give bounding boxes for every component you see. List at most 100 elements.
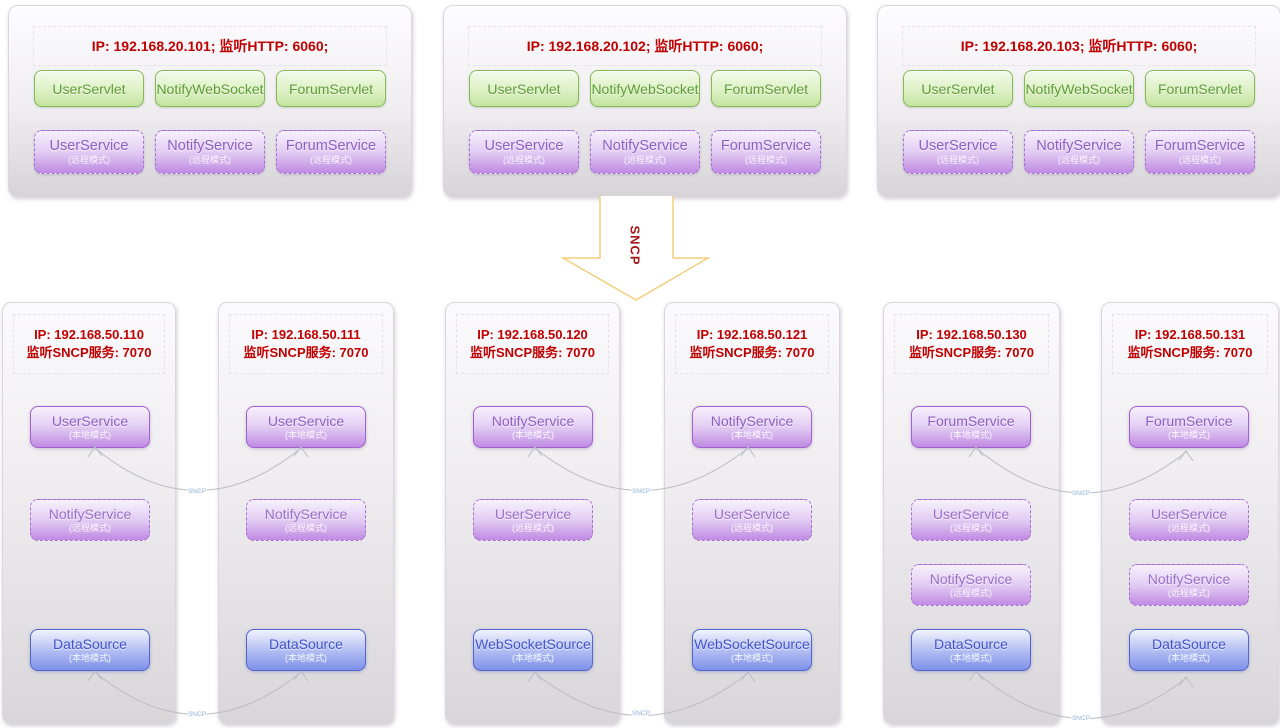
connector-sncp-label: SNCP [632, 488, 650, 495]
service-mode: (远程模式) [1179, 155, 1221, 165]
service-box-remote: UserService (远程模式) [469, 130, 579, 174]
service-box-remote: NotifyService (远程模式) [246, 499, 366, 541]
service-name: ForumService [1154, 138, 1246, 154]
service-name: UserService [51, 413, 129, 429]
sncp-server-node-111: IP: 192.168.50.111 监听SNCP服务: 7070 UserSe… [218, 302, 394, 724]
connector-sncp-label: SNCP [632, 710, 650, 717]
service-mode: (远程模式) [745, 155, 787, 165]
ip-line: IP: 192.168.50.111 [251, 327, 361, 342]
server-ip-label: IP: 192.168.20.101; 监听HTTP: 6060; [33, 26, 387, 66]
service-name: UserService [484, 138, 564, 154]
service-box-remote: UserService (远程模式) [903, 130, 1013, 174]
port-line: 监听SNCP服务: 7070 [689, 345, 815, 360]
service-name: NotifyService [602, 138, 688, 154]
ip-line: IP: 192.168.50.120 [477, 327, 588, 342]
sncp-server-node-120: IP: 192.168.50.120 监听SNCP服务: 7070 Notify… [445, 302, 620, 724]
server-ip-label: IP: 192.168.50.131 监听SNCP服务: 7070 [1112, 314, 1268, 374]
service-box-local: ForumService (本地模式) [1129, 406, 1249, 448]
datasource-box: DataSource (本地模式) [1129, 629, 1249, 671]
service-mode: (远程模式) [503, 155, 545, 165]
http-server-node-103: IP: 192.168.20.103; 监听HTTP: 6060; UserSe… [877, 5, 1280, 197]
service-box-local: UserService (本地模式) [30, 406, 150, 448]
service-name: DataSource [53, 636, 127, 652]
port-line: 监听SNCP服务: 7070 [243, 345, 369, 360]
port-line: 监听SNCP服务: 7070 [1127, 345, 1253, 360]
service-mode: (远程模式) [1168, 588, 1210, 598]
service-row: UserService (远程模式) NotifyService (远程模式) … [903, 130, 1255, 174]
service-name: UserService [49, 138, 129, 154]
service-mode: (远程模式) [937, 155, 979, 165]
servlet-box: NotifyWebSocket [590, 70, 700, 107]
connector-sncp-label: SNCP [1072, 490, 1090, 497]
service-box-remote: NotifyService (远程模式) [155, 130, 265, 174]
service-name: NotifyService [491, 413, 575, 429]
service-name: DataSource [269, 636, 343, 652]
service-name: UserService [1150, 506, 1228, 522]
connector-sncp-label: SNCP [188, 711, 206, 718]
service-mode: (远程模式) [285, 523, 327, 533]
service-box-remote: UserService (远程模式) [1129, 499, 1249, 541]
service-name: UserService [267, 413, 345, 429]
service-box-remote: UserService (远程模式) [692, 499, 812, 541]
service-name: ForumService [720, 138, 812, 154]
servlet-row: UserServlet NotifyWebSocket ForumServlet [903, 70, 1255, 107]
service-mode: (远程模式) [950, 523, 992, 533]
server-ip-label: IP: 192.168.50.130 监听SNCP服务: 7070 [894, 314, 1049, 374]
server-ip-label: IP: 192.168.20.102; 监听HTTP: 6060; [468, 26, 822, 66]
service-box-remote: UserService (远程模式) [34, 130, 144, 174]
service-box-remote: UserService (远程模式) [473, 499, 593, 541]
http-server-node-101: IP: 192.168.20.101; 监听HTTP: 6060; UserSe… [8, 5, 412, 197]
service-box-remote: NotifyService (远程模式) [590, 130, 700, 174]
service-name: NotifyService [264, 506, 348, 522]
service-box-remote: ForumService (远程模式) [711, 130, 821, 174]
ip-line: IP: 192.168.50.121 [696, 327, 808, 342]
http-server-node-102: IP: 192.168.20.102; 监听HTTP: 6060; UserSe… [443, 5, 847, 197]
datasource-box: DataSource (本地模式) [911, 629, 1031, 671]
service-mode: (远程模式) [624, 155, 666, 165]
server-ip-label: IP: 192.168.50.110 监听SNCP服务: 7070 [13, 314, 165, 374]
ip-line: IP: 192.168.50.110 [34, 327, 144, 342]
port-line: 监听SNCP服务: 7070 [26, 345, 152, 360]
service-mode: (远程模式) [1168, 523, 1210, 533]
service-name: ForumService [1145, 413, 1233, 429]
service-mode: (远程模式) [310, 155, 352, 165]
service-name: NotifyService [1147, 571, 1231, 587]
sncp-server-node-131: IP: 192.168.50.131 监听SNCP服务: 7070 ForumS… [1101, 302, 1279, 724]
service-name: NotifyService [48, 506, 132, 522]
service-name: NotifyService [929, 571, 1013, 587]
service-mode: (本地模式) [512, 430, 554, 440]
server-ip-label: IP: 192.168.50.111 监听SNCP服务: 7070 [229, 314, 383, 374]
servlet-box: ForumServlet [276, 70, 386, 107]
sncp-down-arrow-icon [560, 196, 711, 301]
service-name: WebSocketSource [694, 636, 810, 652]
service-name: NotifyService [710, 413, 794, 429]
servlet-box: UserServlet [34, 70, 144, 107]
service-name: NotifyService [1036, 138, 1122, 154]
service-mode: (远程模式) [69, 523, 111, 533]
service-name: UserService [494, 506, 572, 522]
sncp-arrow-label: SNCP [627, 225, 643, 266]
server-ip-label: IP: 192.168.50.120 监听SNCP服务: 7070 [456, 314, 609, 374]
service-name: WebSocketSource [475, 636, 591, 652]
service-box-local: NotifyService (本地模式) [692, 406, 812, 448]
service-box-remote: UserService (远程模式) [911, 499, 1031, 541]
port-line: 监听SNCP服务: 7070 [909, 345, 1034, 360]
servlet-box: NotifyWebSocket [155, 70, 265, 107]
service-name: ForumService [285, 138, 377, 154]
service-box-remote: ForumService (远程模式) [276, 130, 386, 174]
service-mode: (远程模式) [1058, 155, 1100, 165]
service-mode: (本地模式) [512, 653, 554, 663]
service-box-remote: NotifyService (远程模式) [1129, 564, 1249, 606]
service-mode: (本地模式) [69, 653, 111, 663]
service-box-remote: NotifyService (远程模式) [30, 499, 150, 541]
service-name: DataSource [934, 636, 1008, 652]
servlet-box: UserServlet [469, 70, 579, 107]
service-row: UserService (远程模式) NotifyService (远程模式) … [34, 130, 386, 174]
service-mode: (本地模式) [69, 430, 111, 440]
ip-line: IP: 192.168.50.130 [916, 327, 1027, 342]
service-mode: (本地模式) [731, 653, 773, 663]
servlet-box: ForumServlet [711, 70, 821, 107]
sncp-server-node-130: IP: 192.168.50.130 监听SNCP服务: 7070 ForumS… [883, 302, 1060, 724]
servlet-row: UserServlet NotifyWebSocket ForumServlet [469, 70, 821, 107]
service-box-remote: NotifyService (远程模式) [911, 564, 1031, 606]
